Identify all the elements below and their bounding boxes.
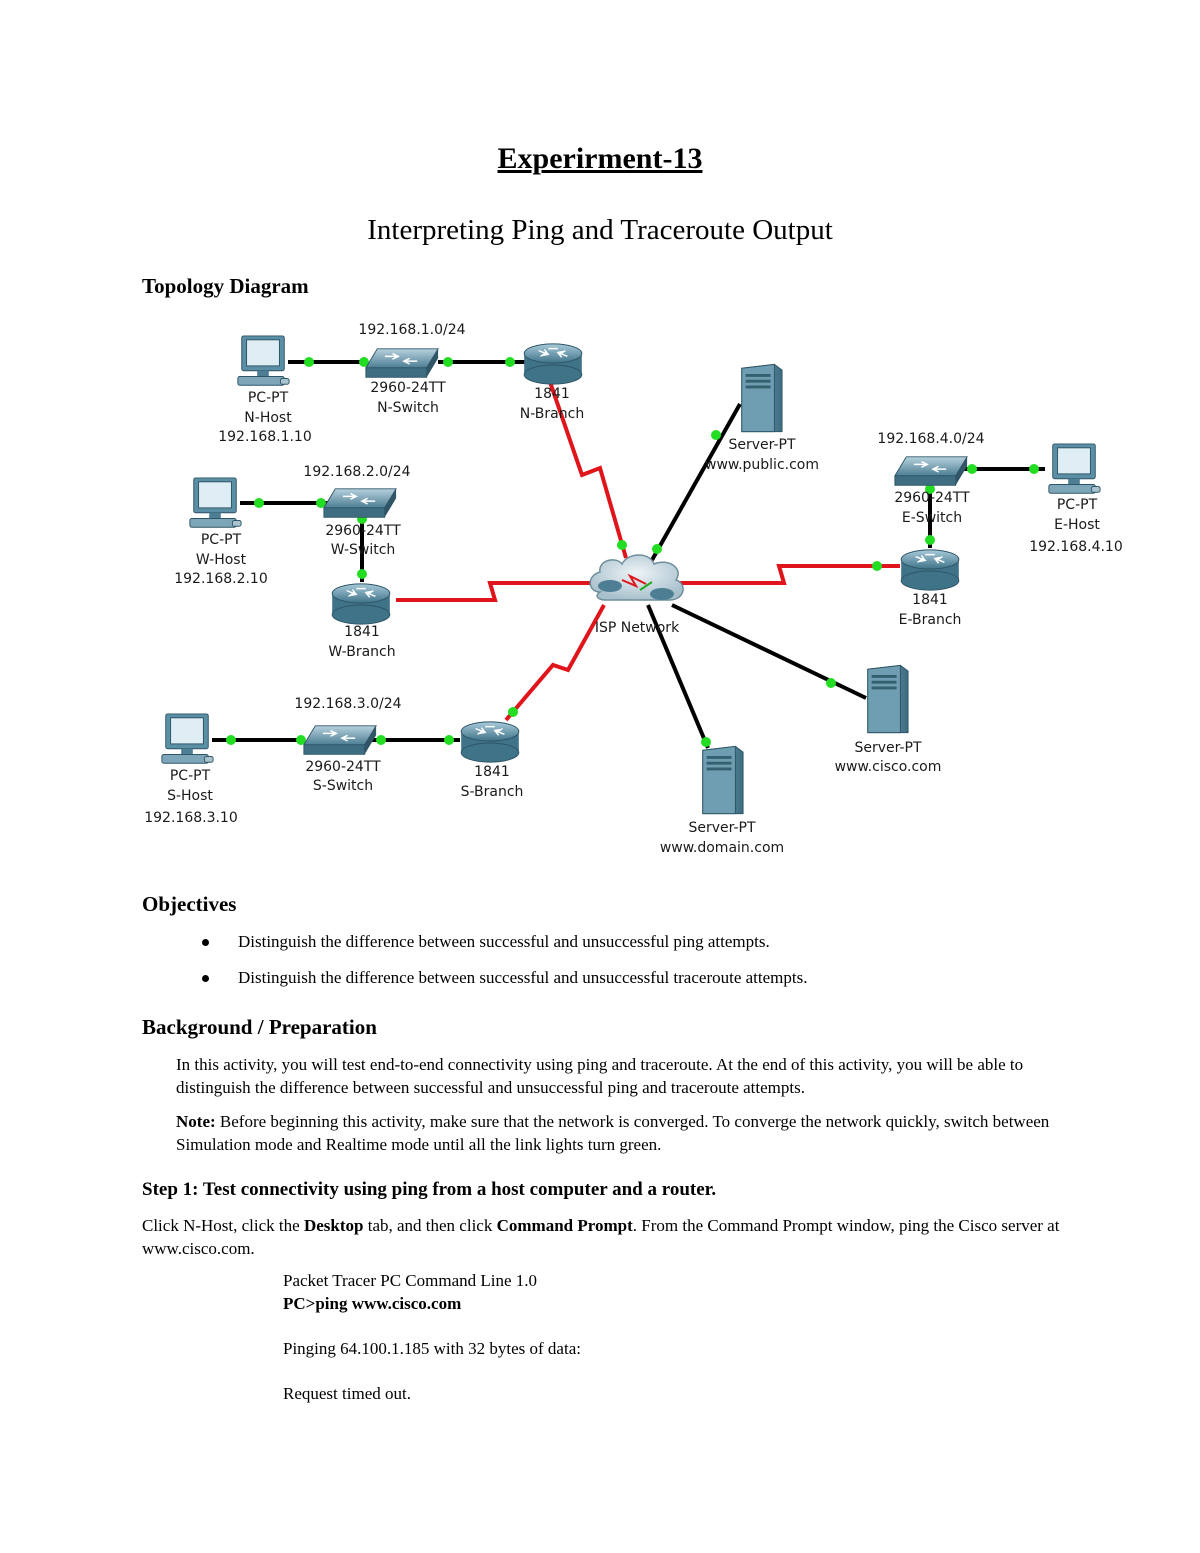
s-router-name: S-Branch: [461, 784, 524, 800]
domain-server-icon[interactable]: [702, 745, 744, 815]
n-switch-icon[interactable]: [365, 348, 439, 379]
link-cloud-public: [650, 403, 742, 561]
e-host-ip: 192.168.4.10: [1029, 539, 1123, 555]
n-switch-model: 2960-24TT: [370, 380, 446, 396]
topology-diagram: 192.168.1.0/24 192.168.2.0/24 192.168.3.…: [144, 322, 1123, 856]
console-line-1: Packet Tracer PC Command Line 1.0: [283, 1271, 538, 1290]
document-title: Experirment-13: [497, 142, 703, 175]
s-router-icon[interactable]: [460, 721, 520, 763]
e-router-name: E-Branch: [899, 612, 962, 628]
objectives-heading: Objectives: [142, 892, 237, 916]
domain-server-type: Server-PT: [688, 820, 756, 836]
isp-cloud-label: ISP Network: [595, 620, 680, 636]
net-label-s: 192.168.3.0/24: [294, 696, 401, 712]
n-host-type: PC-PT: [248, 390, 289, 406]
e-router-model: 1841: [912, 592, 948, 608]
w-router-model: 1841: [344, 624, 380, 640]
s-switch-model: 2960-24TT: [305, 759, 381, 775]
public-server-icon[interactable]: [741, 363, 783, 433]
w-host-type: PC-PT: [201, 532, 242, 548]
s-host-pc-icon[interactable]: [161, 713, 214, 764]
step1-text-1: Click N-Host, click the: [142, 1216, 304, 1235]
note-label: Note:: [176, 1112, 216, 1131]
serial-nrouter-cloud: [548, 381, 628, 559]
e-router-icon[interactable]: [900, 549, 960, 591]
public-server-type: Server-PT: [728, 437, 796, 453]
console-line-2: PC>ping www.cisco.com: [283, 1294, 462, 1313]
note-text: Before beginning this activity, make sur…: [176, 1112, 1050, 1154]
objectives-list: Distinguish the difference between succe…: [200, 930, 807, 1002]
cisco-server-name: www.cisco.com: [835, 759, 942, 775]
w-switch-icon[interactable]: [323, 488, 397, 519]
public-server-name: www.public.com: [705, 457, 819, 473]
n-host-pc-icon[interactable]: [237, 335, 290, 386]
n-host-ip: 192.168.1.10: [218, 429, 312, 445]
w-switch-model: 2960-24TT: [325, 523, 401, 539]
serial-erouter-cloud: [678, 564, 900, 585]
e-switch-model: 2960-24TT: [894, 490, 970, 506]
w-host-name: W-Host: [196, 552, 247, 568]
w-host-ip: 192.168.2.10: [174, 571, 268, 587]
n-switch-name: N-Switch: [377, 400, 439, 416]
desktop-tab-ref: Desktop: [303, 1216, 364, 1235]
e-switch-icon[interactable]: [894, 456, 968, 487]
note-paragraph: Note: Before beginning this activity, ma…: [176, 1110, 1076, 1156]
objective-item: Distinguish the difference between succe…: [200, 930, 807, 966]
net-label-e: 192.168.4.0/24: [877, 431, 984, 447]
command-prompt-ref: Command Prompt: [496, 1216, 633, 1235]
n-router-name: N-Branch: [520, 406, 584, 422]
step1-text-2: tab, and then click: [363, 1216, 497, 1235]
s-switch-name: S-Switch: [313, 778, 373, 794]
step1-instructions: Click N-Host, click the Desktop tab, and…: [142, 1214, 1072, 1260]
cisco-server-icon[interactable]: [867, 664, 909, 734]
s-router-model: 1841: [474, 764, 510, 780]
cisco-server-type: Server-PT: [854, 740, 922, 756]
console-line-4: Request timed out.: [283, 1384, 411, 1403]
serial-srouter-cloud: [504, 604, 606, 722]
objective-item: Distinguish the difference between succe…: [200, 966, 807, 1002]
background-paragraph: In this activity, you will test end-to-e…: [176, 1055, 1024, 1097]
n-router-model: 1841: [534, 386, 570, 402]
objective-text: Distinguish the difference between succe…: [238, 932, 770, 951]
w-switch-name: W-Switch: [331, 542, 396, 558]
document-subtitle: Interpreting Ping and Traceroute Output: [367, 214, 833, 246]
bullet-icon: [202, 975, 209, 982]
w-router-name: W-Branch: [328, 644, 395, 660]
background-heading: Background / Preparation: [142, 1015, 377, 1039]
step1-heading: Step 1: Test connectivity using ping fro…: [142, 1179, 717, 1200]
s-host-ip: 192.168.3.10: [144, 810, 238, 826]
domain-server-name: www.domain.com: [660, 840, 784, 856]
bullet-icon: [202, 939, 209, 946]
s-host-type: PC-PT: [170, 768, 211, 784]
n-host-name: N-Host: [244, 410, 292, 426]
topology-heading: Topology Diagram: [142, 274, 309, 298]
isp-cloud-icon[interactable]: [589, 554, 684, 601]
e-host-name: E-Host: [1054, 517, 1100, 533]
s-switch-icon[interactable]: [303, 725, 377, 756]
console-line-3: Pinging 64.100.1.185 with 32 bytes of da…: [283, 1339, 581, 1358]
step1-text-3: . From the Command Prompt window, ping t…: [142, 1216, 1060, 1258]
net-label-n: 192.168.1.0/24: [358, 322, 465, 338]
objective-text: Distinguish the difference between succe…: [238, 968, 808, 987]
link-cloud-domain: [646, 604, 710, 749]
w-router-icon[interactable]: [331, 583, 391, 625]
s-host-name: S-Host: [167, 788, 213, 804]
e-switch-name: E-Switch: [902, 510, 962, 526]
net-label-w: 192.168.2.0/24: [303, 464, 410, 480]
e-host-type: PC-PT: [1057, 497, 1098, 513]
n-router-icon[interactable]: [523, 343, 583, 385]
link-cloud-cisco: [671, 603, 867, 700]
serial-wrouter-cloud: [396, 581, 598, 602]
w-host-pc-icon[interactable]: [189, 477, 242, 528]
e-host-pc-icon[interactable]: [1048, 443, 1101, 494]
